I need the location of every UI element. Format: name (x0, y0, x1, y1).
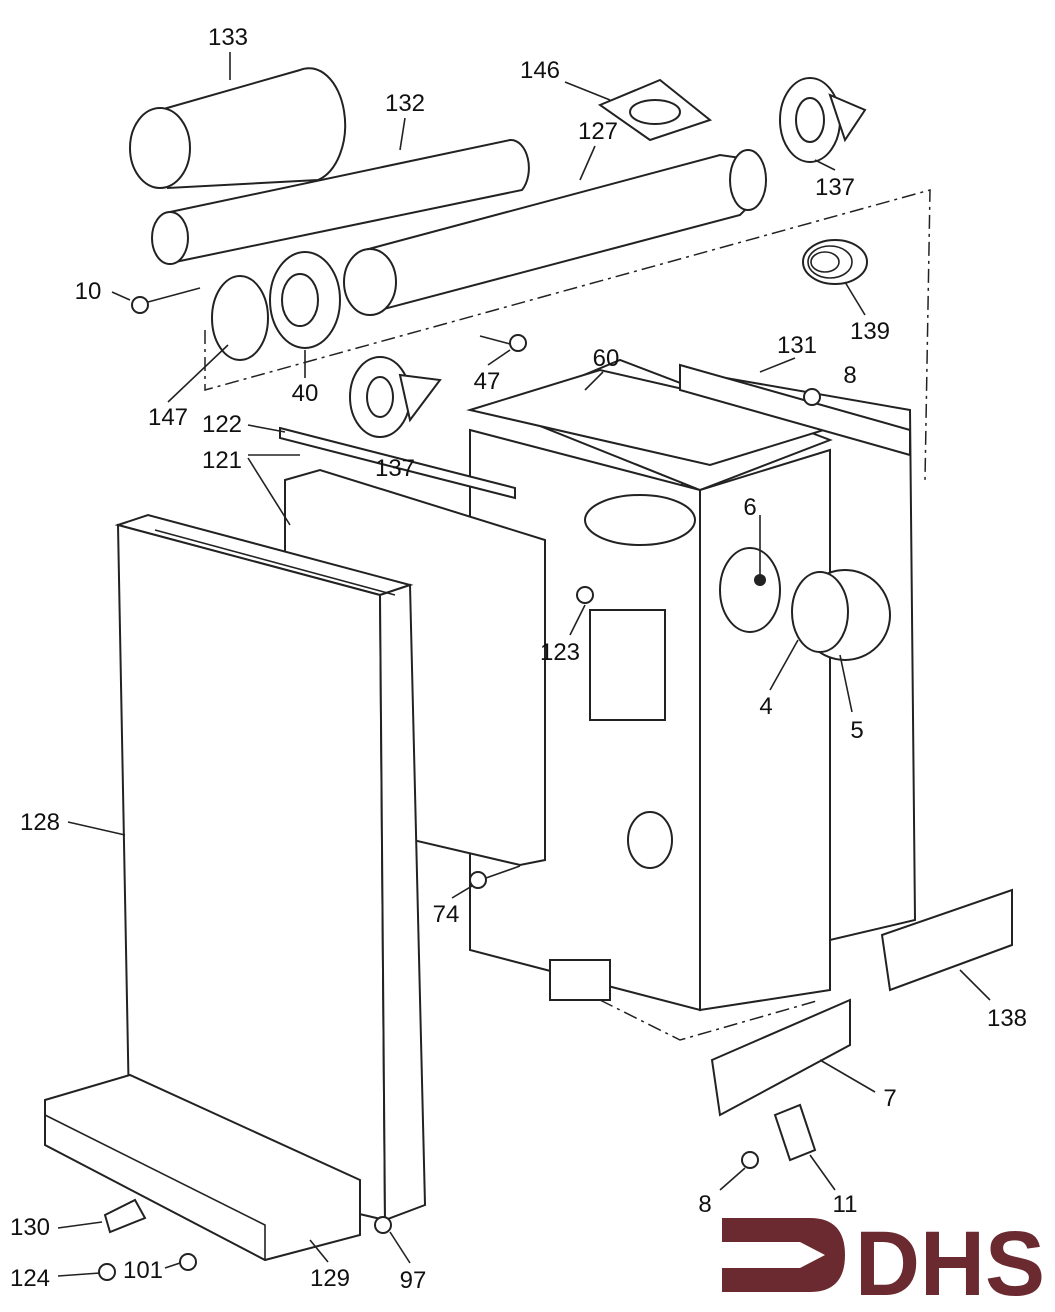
clip-11 (773, 1103, 817, 1162)
screw-124 (98, 1263, 116, 1281)
label-74: 74 (433, 901, 460, 928)
label-60: 60 (593, 345, 620, 372)
label-5: 5 (850, 717, 863, 744)
part-labels: 133 132 146 127 137 10 139 60 131 8 147 … (10, 24, 1027, 1294)
screw-10 (131, 287, 201, 314)
screw-101 (179, 1253, 197, 1271)
logo-text: DHS (855, 1213, 1045, 1312)
label-8-upper: 8 (843, 362, 856, 389)
label-137-lower: 137 (375, 455, 415, 482)
label-137-top: 137 (815, 174, 855, 201)
label-40: 40 (292, 380, 319, 407)
label-146: 146 (520, 57, 560, 84)
label-132: 132 (385, 90, 425, 117)
front-casing-128 (114, 513, 427, 1222)
bracket-122 (279, 426, 516, 500)
tube-133 (129, 67, 347, 190)
screw-8-upper (803, 388, 821, 406)
dhs-logo: DHS (722, 1213, 1045, 1312)
leader-lines (57, 52, 991, 1277)
bracket-7 (710, 998, 851, 1117)
screw-47 (479, 334, 527, 352)
label-123: 123 (540, 639, 580, 666)
logo-arrow-mark (722, 1218, 845, 1292)
label-133: 133 (208, 24, 248, 51)
label-121: 121 (202, 447, 242, 474)
label-131: 131 (777, 332, 817, 359)
flue-pipe-127 (343, 149, 767, 316)
label-139: 139 (850, 318, 890, 345)
inspection-port-6 (719, 547, 781, 633)
label-127: 127 (578, 118, 618, 145)
tape-roll-137-lower (349, 356, 442, 438)
sight-glass-5 (791, 569, 891, 661)
adaptor-40 (269, 251, 341, 349)
clip-130 (103, 1198, 147, 1234)
screw-74 (469, 865, 521, 889)
terminal-plate-146 (597, 78, 713, 142)
label-8-lower: 8 (698, 1191, 711, 1218)
bracket-131 (679, 363, 911, 457)
label-11: 11 (833, 1191, 858, 1218)
bottom-tray-129 (44, 1073, 361, 1262)
nut-97 (374, 1216, 392, 1234)
tube-132 (151, 138, 530, 265)
tape-roll-137-top (779, 77, 867, 163)
label-129: 129 (310, 1265, 350, 1292)
clamp-ring-147 (211, 275, 269, 361)
channel-138 (880, 888, 1013, 992)
label-138: 138 (987, 1005, 1027, 1032)
label-124: 124 (10, 1265, 50, 1292)
label-128: 128 (20, 809, 60, 836)
label-10: 10 (75, 278, 102, 305)
screw-8-lower (741, 1151, 759, 1169)
label-97: 97 (400, 1267, 427, 1294)
label-7: 7 (883, 1085, 896, 1112)
label-4: 4 (759, 693, 772, 720)
label-130: 130 (10, 1214, 50, 1241)
screw-123 (576, 586, 594, 604)
label-6: 6 (743, 494, 756, 521)
label-147: 147 (148, 404, 188, 431)
spring-139 (802, 239, 868, 285)
label-47: 47 (474, 368, 501, 395)
label-101: 101 (123, 1257, 163, 1284)
label-122: 122 (202, 411, 242, 438)
